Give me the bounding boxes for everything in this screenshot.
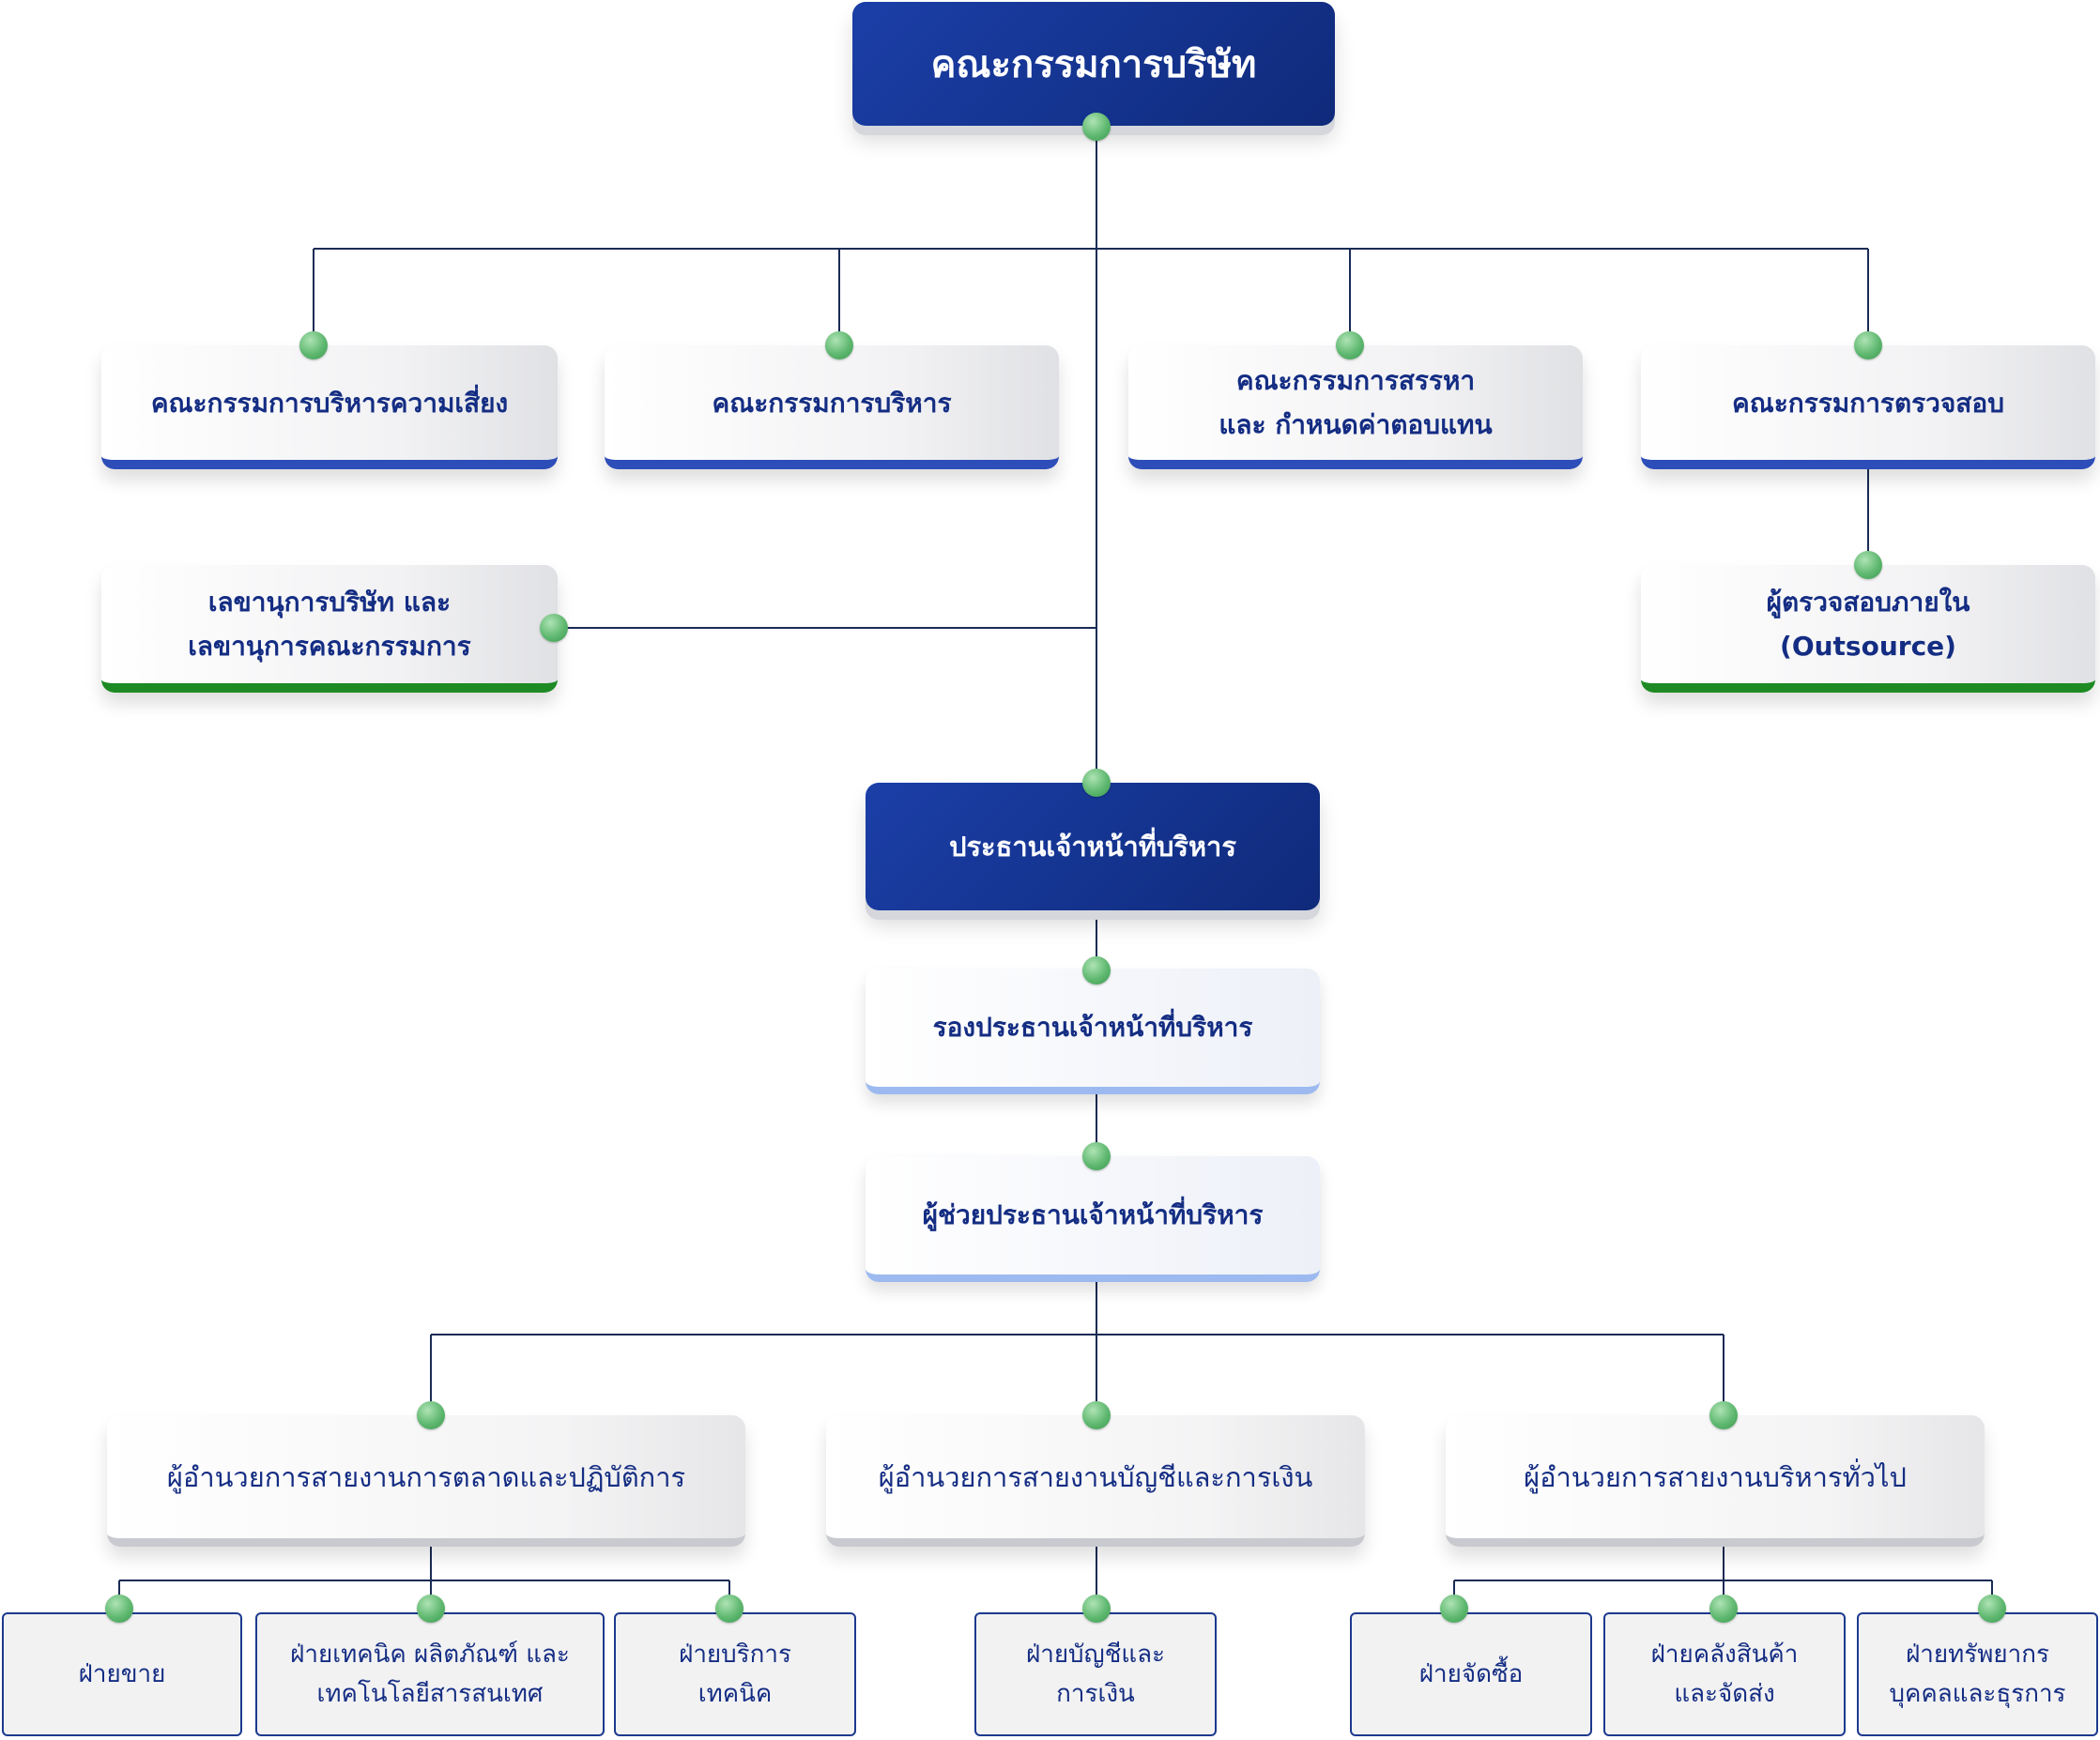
- connector-dot: [417, 1595, 445, 1623]
- executive-committee-box: คณะกรรมการบริหาร: [605, 345, 1059, 469]
- connector-dot: [825, 331, 853, 359]
- procurement-dept-box: ฝ่ายจัดซื้อ: [1350, 1612, 1592, 1736]
- sales-dept-box: ฝ่ายขาย: [2, 1612, 242, 1736]
- assistant-ceo-label: ผู้ช่วยประธานเจ้าหน้าที่บริหาร: [922, 1199, 1264, 1230]
- connector-dot: [1082, 113, 1111, 141]
- audit-committee-box: คณะกรรมการตรวจสอบ: [1641, 345, 2095, 469]
- internal-audit-label: ผู้ตรวจสอบภายใน (Outsource): [1766, 587, 1970, 662]
- finance-director-label: ผู้อำนวยการสายงานบัญชีและการเงิน: [878, 1460, 1313, 1493]
- ceo-label: ประธานเจ้าหน้าที่บริหาร: [949, 831, 1236, 862]
- connector-dot: [1082, 1595, 1111, 1623]
- connector-dot: [1082, 956, 1111, 984]
- accounting-dept-box: ฝ่ายบัญชีและ การเงิน: [974, 1612, 1217, 1736]
- connector-dot: [105, 1595, 133, 1623]
- connector-dot: [540, 614, 568, 642]
- admin-director-label: ผู้อำนวยการสายงานบริหารทั่วไป: [1524, 1460, 1907, 1493]
- secretary-box: เลขานุการบริษัท และ เลขานุการคณะกรรมการ: [101, 565, 558, 693]
- connector-dot: [1082, 1142, 1111, 1170]
- connector-dot: [1440, 1595, 1468, 1623]
- connector-dot: [1854, 551, 1882, 579]
- audit-committee-label: คณะกรรมการตรวจสอบ: [1732, 387, 2004, 419]
- deputy-ceo-box: รองประธานเจ้าหน้าที่บริหาร: [866, 969, 1320, 1094]
- connector-dot: [1709, 1401, 1738, 1429]
- accounting-dept-label: ฝ่ายบัญชีและ การเงิน: [1025, 1641, 1166, 1708]
- warehouse-dept-box: ฝ่ายคลังสินค้า และจัดส่ง: [1603, 1612, 1846, 1736]
- connector-dot: [1336, 331, 1364, 359]
- hr-dept-label: ฝ่ายทรัพยากร บุคคลและธุรการ: [1889, 1641, 2066, 1708]
- marketing-director-label: ผู้อำนวยการสายงานการตลาดและปฏิบัติการ: [166, 1460, 686, 1493]
- nomination-committee-label: คณะกรรมการสรรหา และ กำหนดค่าตอบแทน: [1219, 365, 1493, 440]
- procurement-dept-label: ฝ่ายจัดซื้อ: [1418, 1660, 1524, 1688]
- sales-dept-label: ฝ่ายขาย: [78, 1660, 166, 1688]
- finance-director-box: ผู้อำนวยการสายงานบัญชีและการเงิน: [826, 1415, 1365, 1547]
- board-label: คณะกรรมการบริษัท: [930, 43, 1257, 86]
- tech-service-dept-box: ฝ่ายบริการ เทคนิค: [614, 1612, 856, 1736]
- deputy-ceo-label: รองประธานเจ้าหน้าที่บริหาร: [932, 1012, 1253, 1043]
- connector-dot: [1082, 769, 1111, 797]
- warehouse-dept-label: ฝ่ายคลังสินค้า และจัดส่ง: [1650, 1641, 1799, 1708]
- connector-dot: [1082, 1401, 1111, 1429]
- hr-dept-box: ฝ่ายทรัพยากร บุคคลและธุรการ: [1857, 1612, 2098, 1736]
- ceo-box: ประธานเจ้าหน้าที่บริหาร: [866, 783, 1320, 910]
- marketing-director-box: ผู้อำนวยการสายงานการตลาดและปฏิบัติการ: [107, 1415, 745, 1547]
- board-of-directors-box: คณะกรรมการบริษัท: [852, 2, 1335, 126]
- admin-director-box: ผู้อำนวยการสายงานบริหารทั่วไป: [1446, 1415, 1985, 1547]
- internal-audit-box: ผู้ตรวจสอบภายใน (Outsource): [1641, 565, 2095, 693]
- risk-committee-box: คณะกรรมการบริหารความเสี่ยง: [101, 345, 558, 469]
- tech-product-dept-box: ฝ่ายเทคนิค ผลิตภัณฑ์ และ เทคโนโลยีสารสนเ…: [255, 1612, 605, 1736]
- executive-committee-label: คณะกรรมการบริหาร: [712, 387, 952, 419]
- tech-product-dept-label: ฝ่ายเทคนิค ผลิตภัณฑ์ และ เทคโนโลยีสารสนเ…: [290, 1641, 570, 1708]
- tech-service-dept-label: ฝ่ายบริการ เทคนิค: [679, 1641, 791, 1708]
- nomination-committee-box: คณะกรรมการสรรหา และ กำหนดค่าตอบแทน: [1128, 345, 1583, 469]
- connector-dot: [715, 1595, 743, 1623]
- assistant-ceo-box: ผู้ช่วยประธานเจ้าหน้าที่บริหาร: [866, 1156, 1320, 1282]
- connector-dot: [1709, 1595, 1738, 1623]
- risk-committee-label: คณะกรรมการบริหารความเสี่ยง: [150, 387, 509, 419]
- connector-dot: [299, 331, 328, 359]
- connector-dot: [1978, 1595, 2006, 1623]
- connector-dot: [1854, 331, 1882, 359]
- secretary-label: เลขานุการบริษัท และ เลขานุการคณะกรรมการ: [188, 587, 471, 662]
- connector-dot: [417, 1401, 445, 1429]
